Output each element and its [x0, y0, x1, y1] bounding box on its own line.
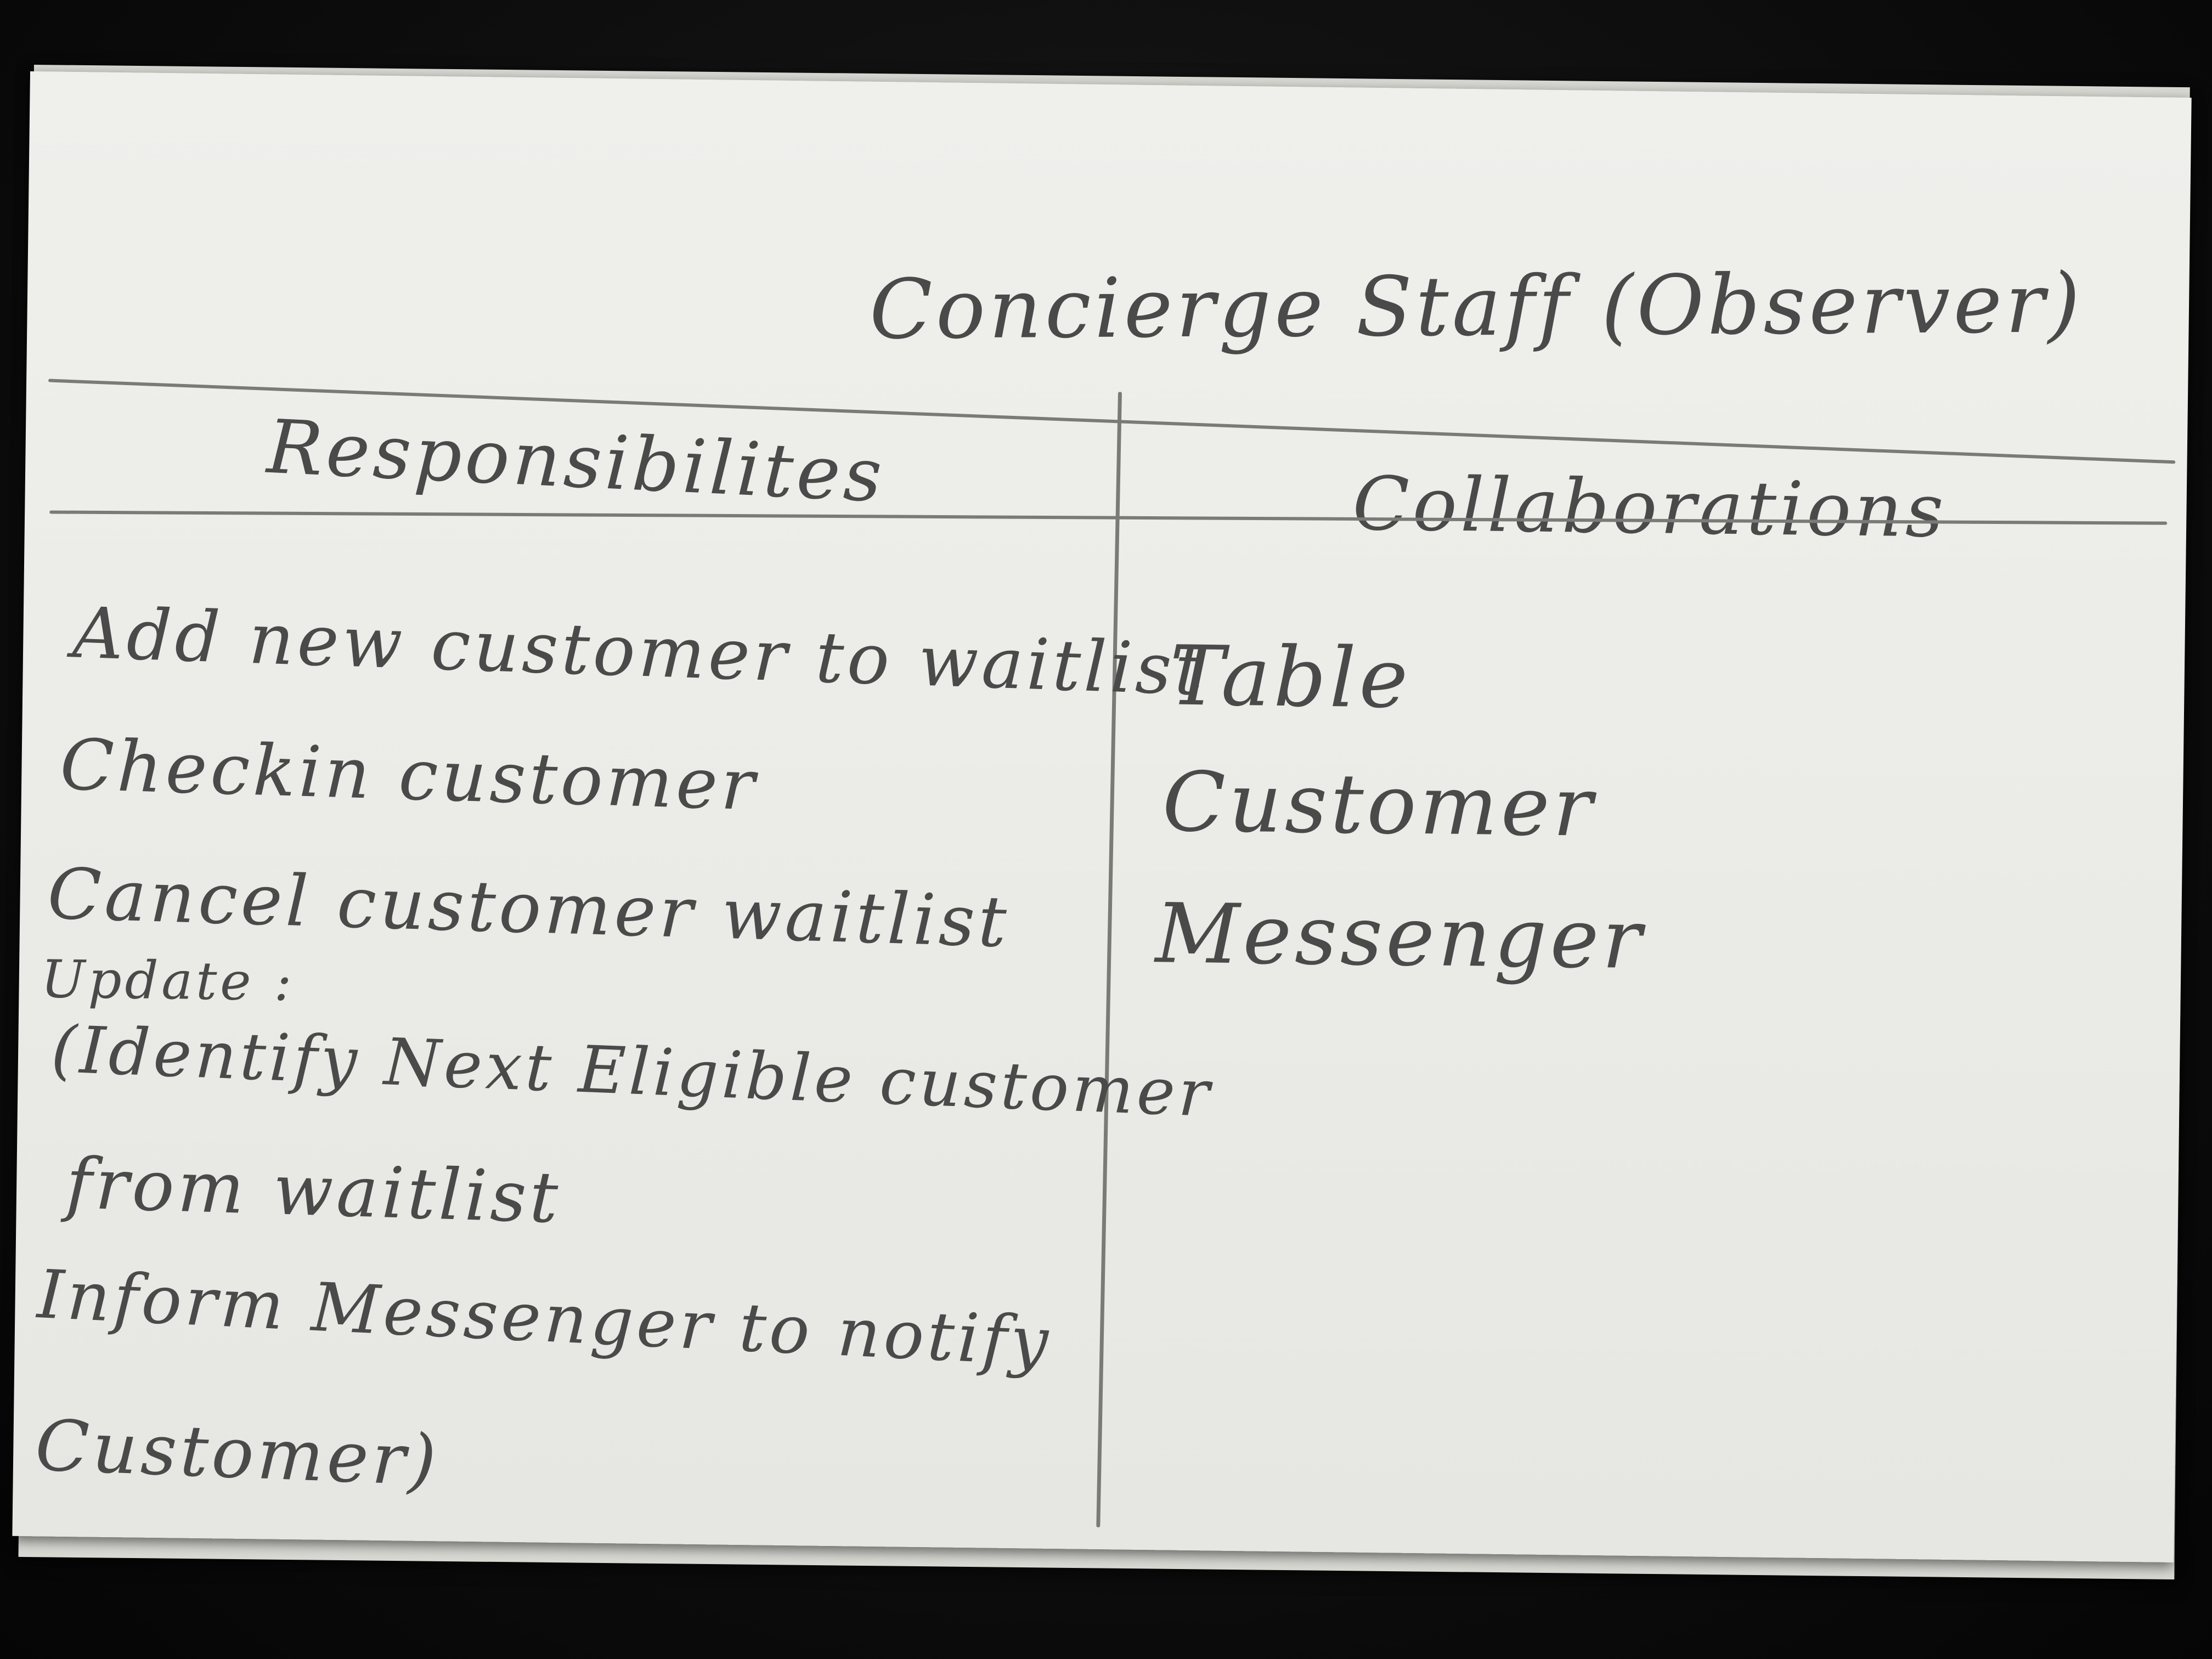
column-divider — [1096, 392, 1122, 1528]
responsibility-item: from waitlist — [65, 1143, 563, 1239]
responsibility-item: (Identify Next Eligible customer — [49, 1011, 1215, 1132]
crc-card: Concierge Staff (Observer) Responsibilit… — [12, 71, 2192, 1562]
responsibility-item: Update : — [41, 949, 296, 1013]
responsibility-item: Customer) — [33, 1404, 441, 1502]
collaboration-item: Customer — [1161, 754, 1596, 855]
responsibility-item: Add new customer to waitlist — [71, 592, 1208, 712]
responsibility-item: Cancel customer waitlist — [46, 853, 1011, 964]
responsibilities-header: Responsibilites — [265, 403, 887, 519]
card-title: Concierge Staff (Observer) — [869, 256, 2084, 358]
collaboration-item: Messenger — [1154, 886, 1646, 988]
collaboration-item: Table — [1169, 628, 1412, 727]
responsibility-item: Checkin customer — [59, 724, 759, 827]
collaborations-header: Collaborations — [1352, 460, 1948, 554]
responsibility-item: Inform Messenger to notify — [35, 1255, 1053, 1381]
